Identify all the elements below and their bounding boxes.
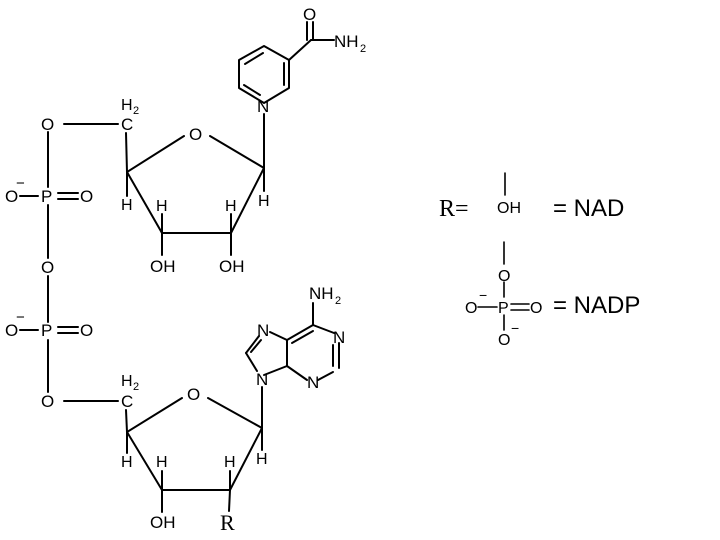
nadp-bottom-minus-label: − xyxy=(511,320,519,336)
top-ch2-c-label: C xyxy=(121,115,133,134)
nad-label: = NAD xyxy=(553,195,624,222)
nadp-label: = NADP xyxy=(553,292,640,319)
top-ch2-h-label: H xyxy=(121,97,133,114)
top-c3-oh-label: OH xyxy=(150,257,176,276)
nadp-left-oxygen-label: O xyxy=(465,300,477,317)
bottom-phosphate-minus-label: − xyxy=(16,309,25,326)
adenine-n9-label: N xyxy=(256,370,268,389)
bottom-c2-h-label: H xyxy=(224,454,236,471)
bottom-ch2-c-label: C xyxy=(121,392,133,411)
bottom-c1-h-label: H xyxy=(256,451,268,468)
bottom-c2-r-label: R xyxy=(220,510,235,535)
bottom-ch2-sub2-label: 2 xyxy=(133,381,139,393)
bottom-ch2-h-label: H xyxy=(121,373,133,390)
amide-nh-label: NH xyxy=(334,32,359,51)
adenine-ring xyxy=(245,302,340,381)
bottom-c4-h-label: H xyxy=(121,454,133,471)
bottom-phosphorus-label: P xyxy=(41,321,52,340)
r-group-equals-label: R= xyxy=(439,196,469,222)
top-phosphorus-label: P xyxy=(41,187,52,206)
nicotinamide-ring xyxy=(238,21,335,169)
top-c4-h-label: H xyxy=(121,197,133,214)
bottom-ribose-ring-oxygen-label: O xyxy=(187,385,200,404)
bottom-phosphate-ester-oxygen-label: O xyxy=(41,392,54,411)
adenine-n3-label: N xyxy=(307,373,319,392)
adenine-amino-nh-label: NH xyxy=(309,284,334,303)
adenine-amino-sub2-label: 2 xyxy=(335,295,341,307)
top-ribose-ring-oxygen-label: O xyxy=(189,125,202,144)
nadp-phosphorus-label: P xyxy=(498,300,509,317)
adenine-n7-label: N xyxy=(257,321,269,340)
nadp-left-minus-label: − xyxy=(479,287,487,303)
top-phosphate-minus-label: − xyxy=(16,175,25,192)
bottom-c3-h-label: H xyxy=(156,454,168,471)
nadp-double-oxygen-label: O xyxy=(530,300,542,317)
phosphate-backbone-bonds xyxy=(19,131,119,402)
bottom-phosphate-double-oxygen-label: O xyxy=(80,321,93,340)
bottom-phosphate-anion-oxygen-label: O xyxy=(5,321,18,340)
top-ch2-sub2-label: 2 xyxy=(133,105,139,117)
top-phosphate-double-oxygen-label: O xyxy=(80,187,93,206)
ring-nitrogen-label: N xyxy=(257,97,269,116)
amide-sub2-label: 2 xyxy=(360,43,366,55)
top-c1-h-label: H xyxy=(258,193,270,210)
adenine-n1-label: N xyxy=(333,328,345,347)
top-phosphate-anion-oxygen-label: O xyxy=(5,187,18,206)
top-c3-h-label: H xyxy=(156,198,168,215)
carbonyl-oxygen-label: O xyxy=(303,5,316,24)
bridging-oxygen-label: O xyxy=(41,258,54,277)
nad-r-oh-label: OH xyxy=(497,200,521,217)
top-c2-oh-label: OH xyxy=(219,257,245,276)
nadp-phosphate-bonds xyxy=(477,241,530,331)
bottom-c3-oh-label: OH xyxy=(150,513,176,532)
nadp-bottom-oxygen-label: O xyxy=(498,332,510,349)
nadp-ester-oxygen-label: O xyxy=(498,268,510,285)
top-c2-h-label: H xyxy=(225,198,237,215)
bottom-ribose-bonds xyxy=(125,386,263,513)
top-ribose-bonds xyxy=(63,123,265,256)
top-phosphate-ester-oxygen-label: O xyxy=(41,115,54,134)
